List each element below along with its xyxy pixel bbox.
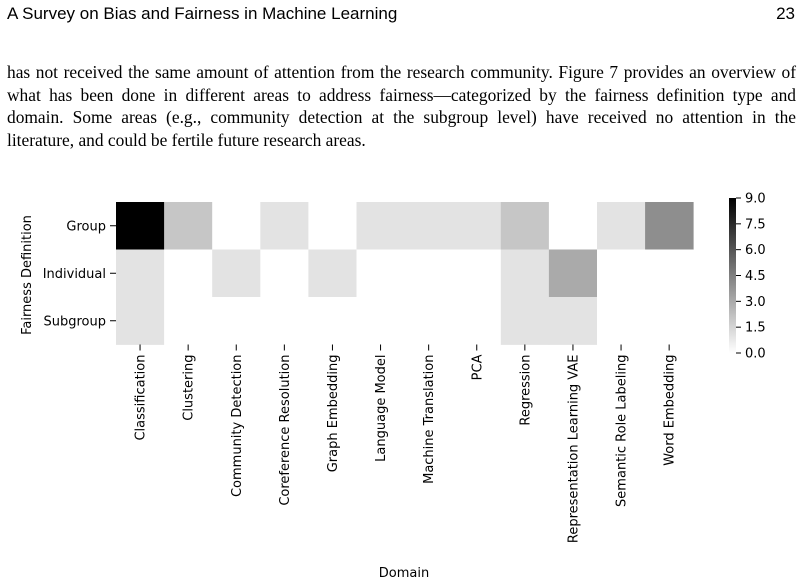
heatmap-cell-individual-2 bbox=[212, 249, 261, 298]
heatmap-cell-group-7 bbox=[452, 202, 502, 250]
colorbar-tick-label: 9.0 bbox=[745, 192, 766, 207]
heatmap-cell-group-11 bbox=[645, 202, 694, 250]
heatmap-cell-subgroup-0 bbox=[116, 297, 165, 345]
heatmap-cell-subgroup-6 bbox=[404, 297, 454, 345]
row-label-subgroup: Subgroup bbox=[44, 314, 107, 329]
heatmap-cell-group-3 bbox=[260, 202, 309, 250]
colorbar-tick-label: 1.5 bbox=[745, 321, 766, 336]
col-label-word-embedding: Word Embedding bbox=[663, 355, 678, 466]
running-title: A Survey on Bias and Fairness in Machine… bbox=[7, 4, 398, 23]
heatmap-cell-individual-7 bbox=[452, 249, 502, 298]
heatmap-cell-individual-0 bbox=[116, 249, 165, 298]
col-label-regression: Regression bbox=[518, 355, 533, 426]
col-label-clustering: Clustering bbox=[182, 355, 197, 421]
colorbar-tick-label: 0.0 bbox=[745, 347, 766, 362]
colorbar bbox=[729, 198, 736, 353]
heatmap-cell-subgroup-10 bbox=[597, 297, 646, 345]
heatmap-cell-group-0 bbox=[116, 202, 165, 250]
col-label-coreference-resolution: Coreference Resolution bbox=[278, 355, 293, 506]
heatmap-cell-individual-3 bbox=[260, 249, 309, 298]
heatmap-cell-group-8 bbox=[500, 202, 550, 250]
heatmap-cell-subgroup-3 bbox=[260, 297, 309, 345]
heatmap-cell-individual-4 bbox=[308, 249, 357, 298]
colorbar-tick-label: 7.5 bbox=[745, 217, 766, 232]
heatmap-cell-subgroup-7 bbox=[452, 297, 502, 345]
heatmap-cell-group-4 bbox=[308, 202, 357, 250]
col-label-semantic-role-labeling: Semantic Role Labeling bbox=[615, 355, 630, 507]
heatmap-cell-subgroup-4 bbox=[308, 297, 357, 345]
col-label-pca: PCA bbox=[470, 354, 485, 380]
col-label-classification: Classification bbox=[134, 355, 149, 441]
heatmap-cell-subgroup-1 bbox=[164, 297, 213, 345]
heatmap-cell-subgroup-2 bbox=[212, 297, 261, 345]
heatmap-cell-subgroup-8 bbox=[500, 297, 550, 345]
heatmap-cell-individual-1 bbox=[164, 249, 213, 298]
col-label-machine-translation: Machine Translation bbox=[422, 355, 437, 484]
running-header: A Survey on Bias and Fairness in Machine… bbox=[7, 4, 795, 28]
heatmap-cell-individual-9 bbox=[548, 249, 598, 298]
heatmap-cell-subgroup-11 bbox=[645, 297, 694, 345]
colorbar-tick-label: 3.0 bbox=[745, 295, 766, 310]
colorbar-tick-label: 6.0 bbox=[745, 243, 766, 258]
body-paragraph: has not received the same amount of atte… bbox=[7, 62, 796, 150]
heatmap-cell-individual-10 bbox=[597, 249, 646, 298]
heatmap-cell-subgroup-9 bbox=[548, 297, 598, 345]
heatmap-cell-group-5 bbox=[356, 202, 405, 250]
x-axis-title: Domain bbox=[379, 566, 429, 581]
heatmap-cell-group-2 bbox=[212, 202, 261, 250]
heatmap-cell-individual-6 bbox=[404, 249, 454, 298]
heatmap-cell-subgroup-5 bbox=[356, 297, 405, 345]
heatmap-cell-individual-8 bbox=[500, 249, 550, 298]
heatmap-cell-individual-5 bbox=[356, 249, 405, 298]
heatmap-cell-group-6 bbox=[404, 202, 454, 250]
y-axis-title: Fairness Definition bbox=[20, 215, 35, 335]
col-label-language-model: Language Model bbox=[374, 355, 389, 462]
col-label-representation-learning-vae: Representation Learning VAE bbox=[566, 355, 581, 544]
heatmap-cell-individual-11 bbox=[645, 249, 694, 298]
col-label-graph-embedding: Graph Embedding bbox=[326, 355, 341, 473]
heatmap-cell-group-10 bbox=[597, 202, 646, 250]
row-label-individual: Individual bbox=[43, 267, 106, 282]
colorbar-tick-label: 4.5 bbox=[745, 269, 766, 284]
heatmap-cell-group-1 bbox=[164, 202, 213, 250]
page-number: 23 bbox=[776, 4, 795, 23]
row-label-group: Group bbox=[66, 219, 106, 234]
heatmap-cell-group-9 bbox=[548, 202, 598, 250]
col-label-community-detection: Community Detection bbox=[230, 355, 245, 498]
